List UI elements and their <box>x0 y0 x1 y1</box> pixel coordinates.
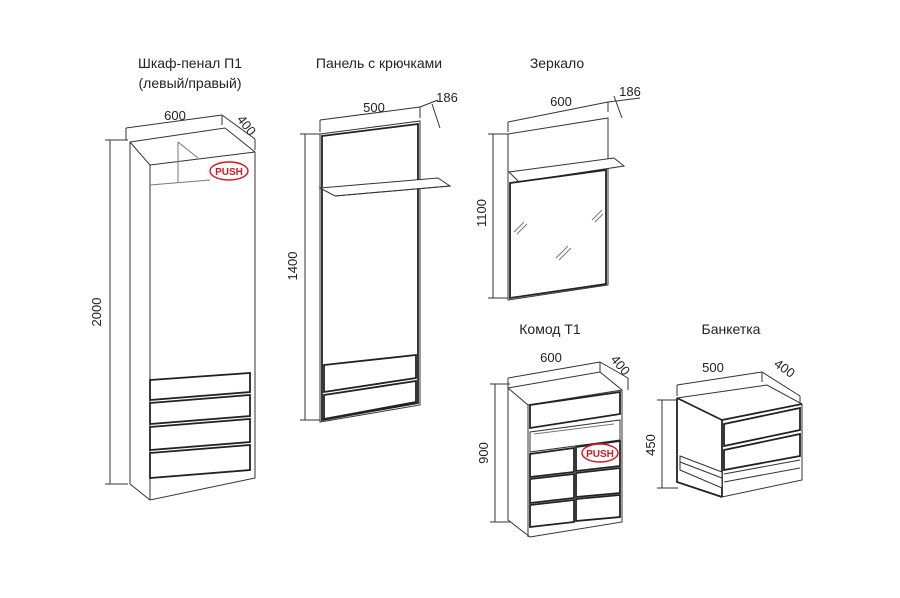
bench-drawers <box>723 406 801 483</box>
hook-panel-title: Панель с крючками <box>316 55 442 71</box>
dresser-push-text: PUSH <box>586 449 614 460</box>
dresser-depth-label: 400 <box>608 352 633 378</box>
wardrobe-fronts <box>149 372 251 479</box>
dresser-width-label: 600 <box>540 350 562 365</box>
hook-panel-body <box>318 120 452 423</box>
hook-panel-height-label: 1400 <box>285 252 300 281</box>
wardrobe-title-line1: Шкаф-пенал П1 <box>138 55 242 71</box>
bench-group: Банкетка 500 400 450 <box>643 321 803 498</box>
dresser-push-badge: PUSH <box>581 443 619 463</box>
wardrobe-depth-label: 400 <box>234 112 259 138</box>
wardrobe-group: Шкаф-пенал П1 (левый/правый) 600 400 200… <box>89 55 259 501</box>
bench-height-label: 450 <box>643 434 658 456</box>
hook-panel-drawers <box>323 353 417 421</box>
wardrobe-width-label: 600 <box>164 108 186 123</box>
bench-title: Банкетка <box>702 321 761 337</box>
bench-width-label: 500 <box>702 360 724 375</box>
mirror-dimension-lines <box>488 95 641 299</box>
dresser-title: Комод Т1 <box>519 321 581 337</box>
mirror-body <box>507 117 626 301</box>
dresser-group: Комод Т1 600 400 900 <box>476 321 633 538</box>
hook-panel-dimension-lines <box>300 99 441 421</box>
bench-dimension-lines <box>657 371 801 489</box>
wardrobe-push-badge: PUSH <box>209 161 249 181</box>
wardrobe-push-text: PUSH <box>215 167 243 178</box>
mirror-height-label: 1100 <box>474 199 489 227</box>
hook-panel-group: Панель с крючками 500 186 1400 <box>285 55 458 423</box>
mirror-glare-marks <box>513 209 604 261</box>
hook-panel-depth-label: 186 <box>436 90 458 105</box>
hook-panel-width-label: 500 <box>363 100 385 115</box>
dresser-height-label: 900 <box>476 442 491 464</box>
wardrobe-title-line2: (левый/правый) <box>139 75 242 91</box>
bench-depth-label: 400 <box>771 356 797 381</box>
dresser-dimension-lines <box>490 361 629 523</box>
mirror-width-label: 600 <box>550 94 572 109</box>
mirror-depth-label: 186 <box>619 84 641 99</box>
wardrobe-height-label: 2000 <box>89 298 104 327</box>
mirror-group: Зеркало 600 186 1100 <box>474 55 641 301</box>
mirror-title: Зеркало <box>530 55 585 71</box>
wardrobe-dimension-lines <box>105 114 256 485</box>
